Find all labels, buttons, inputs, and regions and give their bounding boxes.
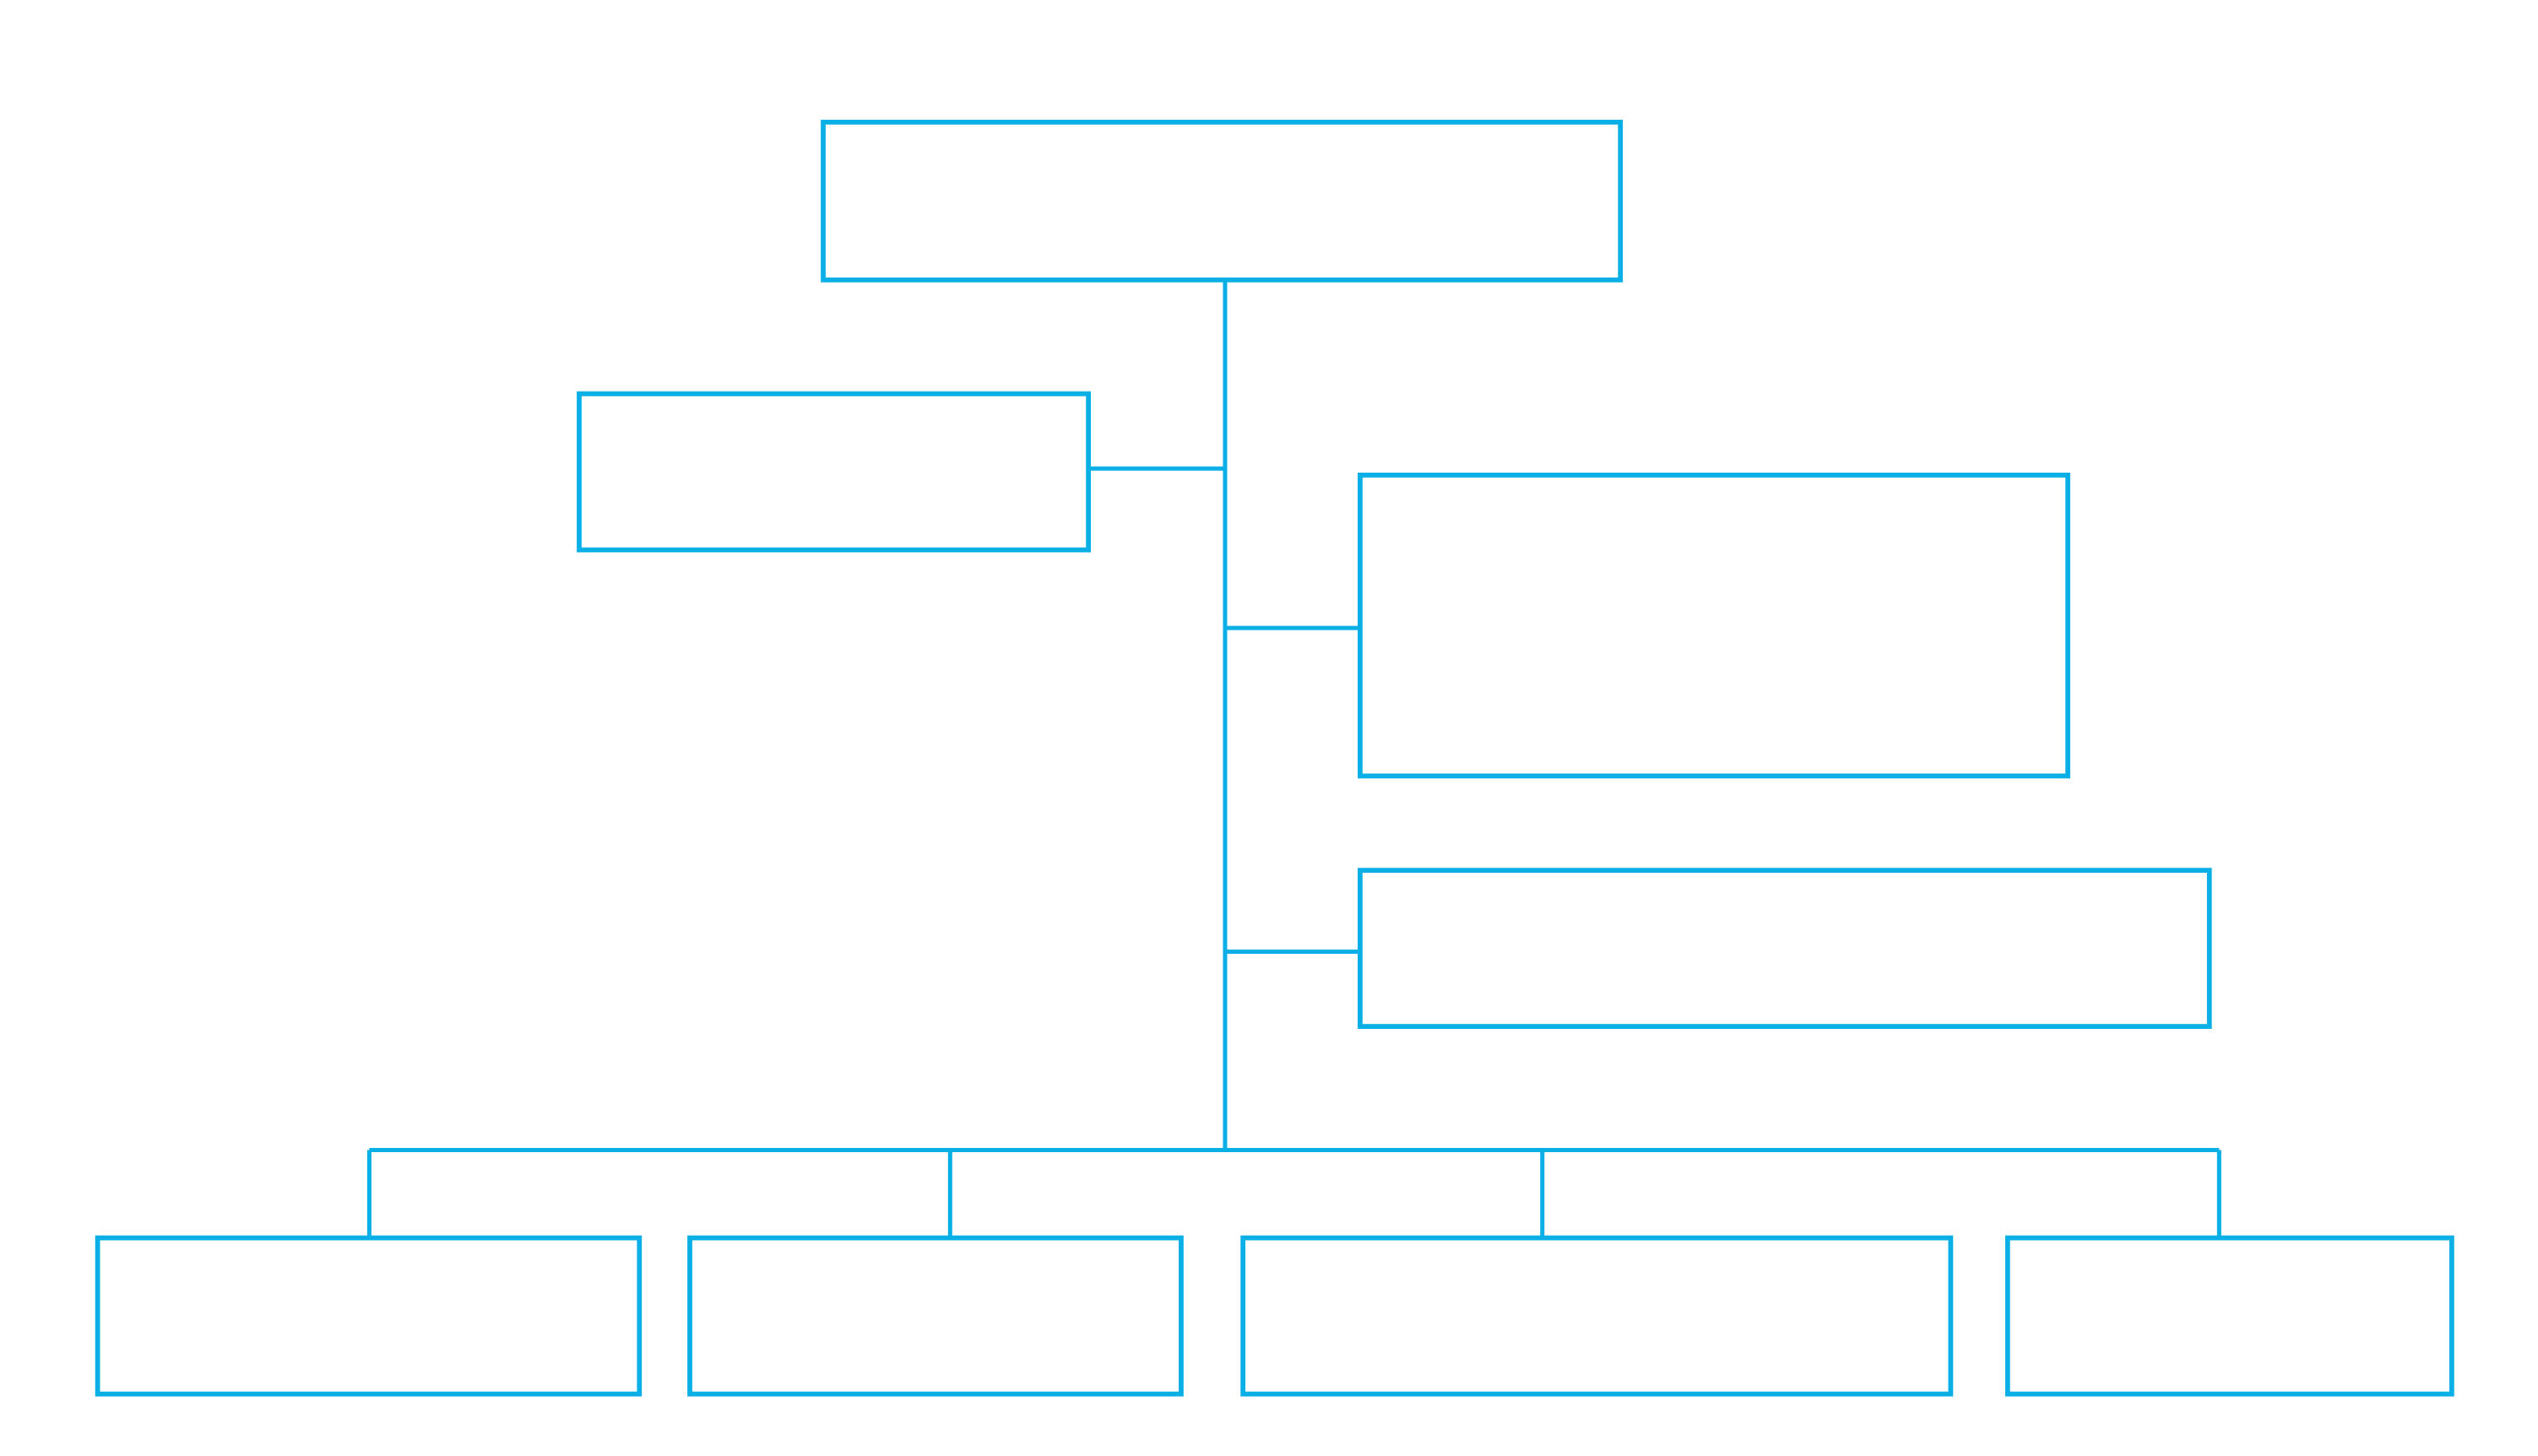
node-right-lower[interactable]	[1358, 868, 2212, 1029]
node-bottom-1[interactable]	[95, 1235, 643, 1397]
nodes	[95, 119, 2454, 1397]
node-left-assistant[interactable]	[577, 391, 1092, 553]
connectors	[366, 279, 2221, 1238]
node-right-upper[interactable]	[1358, 472, 2071, 779]
node-bottom-2[interactable]	[687, 1235, 1184, 1397]
node-bottom-3[interactable]	[1240, 1235, 1954, 1397]
node-bottom-4[interactable]	[2004, 1235, 2454, 1397]
node-root[interactable]	[821, 119, 1624, 283]
